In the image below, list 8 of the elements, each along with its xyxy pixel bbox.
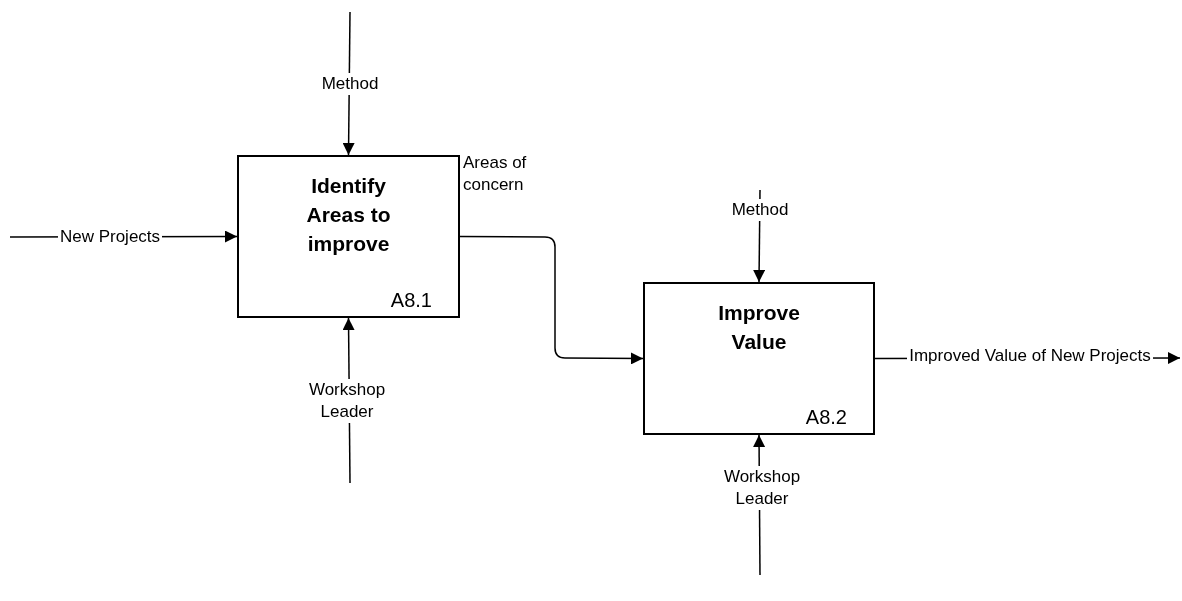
process-box — [237, 155, 460, 318]
process-box — [643, 282, 875, 435]
node-number: A8.2 — [805, 405, 847, 429]
arrow — [459, 235, 644, 365]
process-title: Identify Areas to improve — [305, 173, 392, 257]
node-number: A8.1 — [390, 288, 432, 312]
process-title: Improve Value — [717, 300, 801, 355]
edge-label: Areas of concern — [462, 152, 528, 196]
